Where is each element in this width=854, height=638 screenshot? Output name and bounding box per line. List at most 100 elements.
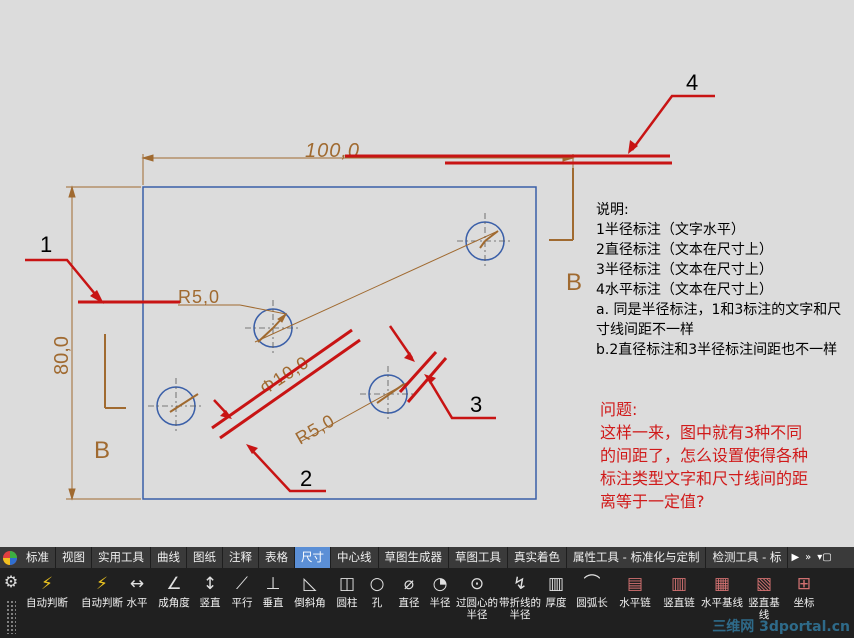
tool-label: 竖直基线 — [748, 597, 780, 621]
tool-button-1[interactable]: ⚡自动判断 — [22, 570, 72, 636]
tab-inspection-tools[interactable]: 检测工具 - 标 — [706, 547, 789, 568]
tool-button-3[interactable]: ↔水平 — [120, 570, 154, 636]
thickness-dim-icon: ▥ — [547, 574, 565, 594]
datum-right-label: B — [566, 269, 582, 296]
tab-annotation[interactable]: 注释 — [223, 547, 259, 568]
tool-label: 水平链 — [619, 597, 651, 609]
tool-button-10[interactable]: ○孔 — [362, 570, 392, 636]
datum-mark-right — [549, 168, 574, 241]
tab-view[interactable]: 视图 — [56, 547, 92, 568]
callout-3: 3 — [470, 392, 482, 417]
app-logo-icon[interactable] — [0, 547, 20, 568]
tab-menu-icon[interactable]: ▾▢ — [817, 552, 832, 563]
notes-line-3: 3半径标注（文本在尺寸上） — [596, 262, 773, 278]
tool-button-17[interactable]: ▤ 水平链 — [613, 570, 657, 636]
tool-label: 孔 — [371, 597, 383, 609]
notes-line-1: 1半径标注（文字水平） — [596, 222, 745, 238]
callout-leaders — [25, 94, 715, 493]
tab-attribute-tools[interactable]: 属性工具 - 标准化与定制 — [567, 547, 707, 568]
dim-top — [141, 154, 575, 185]
tab-sketch-tools[interactable]: 草图工具 — [449, 547, 508, 568]
radius-dim-3 — [169, 379, 413, 443]
tool-label: 厚度 — [545, 597, 567, 609]
tool-label: 圆柱 — [336, 597, 358, 609]
question-title: 问题: — [600, 400, 638, 419]
datum-left-label: B — [94, 437, 110, 464]
tool-button-14[interactable]: ↯ 带折线的半径 — [498, 570, 542, 636]
notes-panel: 说明: 1半径标注（文字水平） 2直径标注（文本在尺寸上） 3半径标注（文本在尺… — [596, 200, 846, 360]
tool-button-9[interactable]: ◫ 圆柱 — [333, 570, 361, 636]
tab-overflow-icon[interactable]: » — [805, 552, 812, 563]
tool-button-5[interactable]: ↕竖直 — [195, 570, 225, 636]
tab-true-shading[interactable]: 真实着色 — [508, 547, 567, 568]
parallel-dim-icon: ⟋ — [236, 574, 248, 594]
tab-table[interactable]: 表格 — [259, 547, 295, 568]
tool-button-2[interactable]: ⚡ 自动判断 — [77, 570, 127, 636]
vertical-baseline-icon: ▧ — [755, 574, 773, 594]
auto-dim-icon-2: ⚡ — [96, 574, 108, 594]
tool-label: 成角度 — [158, 597, 190, 609]
tab-utility-tools[interactable]: 实用工具 — [92, 547, 151, 568]
dim-left-label: 80,0 — [51, 336, 73, 375]
ordinate-dim-icon: ⊞ — [796, 574, 812, 594]
tool-button-16[interactable]: ⌒圆弧长 — [572, 570, 612, 636]
gear-icon[interactable]: ⚙ — [3, 572, 19, 591]
tool-label: 坐标 — [793, 597, 815, 609]
tool-label: 自动判断 — [81, 597, 123, 609]
callout-arrowheads — [90, 140, 638, 454]
part-outline — [142, 186, 537, 500]
tool-label: 带折线的半径 — [499, 597, 541, 621]
tool-button-4[interactable]: ∠ 成角度 — [154, 570, 194, 636]
tab-sketch-generator[interactable]: 草图生成器 — [379, 547, 449, 568]
folded-radius-dim-icon: ↯ — [512, 574, 528, 594]
cylinder-dim-icon: ◫ — [338, 574, 356, 594]
tab-scroll-right-icon[interactable]: ▶ — [791, 552, 800, 563]
tool-label: 垂直 — [262, 597, 284, 609]
tool-button-20[interactable]: ▧ 竖直基线 — [744, 570, 784, 636]
datum-mark-left — [104, 334, 126, 409]
tool-button-21[interactable]: ⊞ 坐标 — [784, 570, 824, 636]
watermark: 三维网 3dportal.cn — [712, 619, 850, 635]
tool-label: 水平基线 — [701, 597, 743, 609]
horizontal-baseline-icon: ▦ — [713, 574, 731, 594]
callout-2: 2 — [300, 466, 312, 491]
notes-line-b: b.2直径标注和3半径标注间距也不一样 — [596, 342, 838, 358]
drawing-svg: 100,0 80,0 B B — [25, 70, 715, 501]
tool-label: 倒斜角 — [294, 597, 326, 609]
hole-bottom-right — [360, 366, 416, 422]
dimension-toolbar: ⚙ ⚡自动判断⚡自动判断↔水平∠成角度↕竖直⟋平行⊥垂直◺倒斜角◫圆柱○孔⌀直径… — [0, 568, 854, 638]
tool-button-8[interactable]: ◺倒斜角 — [288, 570, 332, 636]
notes-line-2: 2直径标注（文本在尺寸上） — [596, 242, 773, 258]
horizontal-chain-icon: ▤ — [626, 574, 644, 594]
red-highlights — [78, 154, 672, 440]
tool-button-11[interactable]: ⌀ 直径 — [393, 570, 425, 636]
tool-button-6[interactable]: ⟋平行 — [226, 570, 258, 636]
tool-button-12[interactable]: ◔半径 — [425, 570, 455, 636]
toolbar-grip-handle[interactable] — [6, 600, 16, 634]
tool-button-13[interactable]: ⊙过圆心的半径 — [456, 570, 498, 636]
drawing-canvas[interactable]: 100,0 80,0 B B — [0, 0, 854, 545]
radius-dim-1 — [178, 304, 288, 329]
tab-drawing[interactable]: 图纸 — [187, 547, 223, 568]
perpendicular-dim-icon: ⊥ — [265, 574, 281, 594]
tab-curve[interactable]: 曲线 — [151, 547, 187, 568]
diameter-dim — [254, 230, 499, 343]
tool-button-15[interactable]: ▥ 厚度 — [541, 570, 571, 636]
arc-length-dim-icon: ⌒ — [583, 574, 601, 594]
tab-standard[interactable]: 标准 — [20, 547, 56, 568]
question-body: 这样一来，图中就有3种不同的间距了，怎么设置使得各种标注类型文字和尺寸线间的距离… — [600, 423, 809, 511]
tab-dimension[interactable]: 尺寸 — [295, 547, 331, 568]
diameter-dim-icon: ⌀ — [403, 574, 415, 594]
tool-label: 水平 — [126, 597, 148, 609]
tool-label: 半径 — [429, 597, 451, 609]
tab-centerline[interactable]: 中心线 — [331, 547, 379, 568]
tool-label: 过圆心的半径 — [456, 597, 498, 621]
callout-1: 1 — [40, 232, 52, 257]
tool-button-18[interactable]: ▥竖直链 — [659, 570, 699, 636]
hole-dim-icon: ○ — [369, 574, 385, 594]
tool-button-7[interactable]: ⊥ 垂直 — [259, 570, 287, 636]
question-panel: 问题: 这样一来，图中就有3种不同的间距了，怎么设置使得各种标注类型文字和尺寸线… — [600, 398, 815, 513]
tool-label: 直径 — [398, 597, 420, 609]
tool-button-19[interactable]: ▦ 水平基线 — [700, 570, 744, 636]
angle-dim-icon: ∠ — [166, 574, 182, 594]
